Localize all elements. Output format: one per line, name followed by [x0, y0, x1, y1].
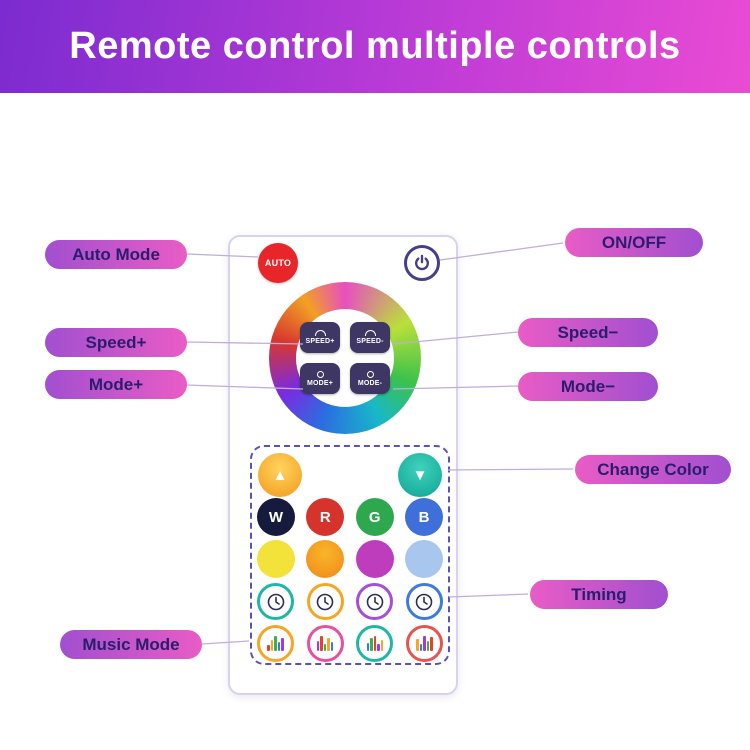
music-button-1 — [257, 624, 294, 662]
callout-speed-minus: Speed− — [518, 318, 658, 347]
callout-mode-minus: Mode− — [518, 372, 658, 401]
equalizer-icon — [366, 635, 384, 651]
callout-line — [447, 468, 574, 471]
equalizer-icon — [416, 635, 433, 651]
clock-icon — [416, 593, 433, 610]
callout-timing: Timing — [530, 580, 668, 609]
remote-body: AUTO SPEED+ SPEED- MODE+ — [228, 235, 458, 695]
equalizer-icon — [267, 635, 284, 651]
banner: Remote control multiple controls — [0, 0, 750, 93]
arrow-row: ▲ ▼ — [257, 453, 443, 497]
music-row — [257, 624, 443, 662]
green-key-button: G — [355, 498, 394, 536]
wrgb-row: W R G B — [257, 498, 443, 536]
callout-on-off: ON/OFF — [565, 228, 703, 257]
gauge-icon — [364, 330, 376, 336]
callout-auto-mode: Auto Mode — [45, 240, 187, 269]
timer-button-1 — [257, 583, 294, 620]
down-arrow-icon: ▼ — [412, 466, 428, 484]
lightblue-color-button — [404, 540, 443, 578]
auto-button: AUTO — [258, 243, 298, 283]
down-button: ▼ — [398, 453, 442, 497]
power-icon — [415, 254, 429, 271]
mode-plus-button: MODE+ — [300, 363, 340, 394]
wheel-button-grid: SPEED+ SPEED- MODE+ MODE- — [300, 322, 390, 394]
callout-line — [439, 242, 564, 261]
callout-line — [448, 593, 529, 598]
callout-mode-plus: Mode+ — [45, 370, 187, 399]
function-panel: ▲ ▼ W R G B — [250, 445, 450, 665]
mode-icon — [366, 370, 374, 378]
mode-plus-button-label: MODE+ — [306, 379, 334, 387]
callout-music-mode: Music Mode — [60, 630, 202, 659]
orange-color-button — [306, 540, 345, 578]
power-button — [404, 245, 440, 281]
clock-icon — [267, 593, 284, 610]
up-button: ▲ — [258, 453, 302, 497]
speed-plus-button-label: SPEED+ — [305, 338, 335, 345]
yellow-color-button — [257, 540, 295, 578]
up-arrow-icon: ▲ — [272, 466, 288, 484]
timer-row — [257, 583, 443, 620]
timer-button-3 — [356, 583, 394, 620]
white-key-button: W — [257, 498, 295, 536]
speed-minus-button-label: SPEED- — [356, 338, 384, 345]
callout-speed-plus: Speed+ — [45, 328, 187, 357]
mode-minus-button: MODE- — [350, 363, 390, 394]
music-button-2 — [306, 624, 344, 662]
auto-button-label: AUTO — [264, 258, 292, 268]
clock-icon — [366, 593, 384, 610]
gauge-icon — [314, 330, 326, 336]
blue-key-button: B — [404, 498, 443, 536]
solid-color-row — [257, 540, 443, 578]
page-title: Remote control multiple controls — [69, 25, 681, 67]
red-key-button: R — [306, 498, 345, 536]
music-button-4 — [405, 624, 443, 662]
music-button-3 — [356, 624, 394, 662]
speed-plus-button: SPEED+ — [300, 322, 340, 353]
magenta-color-button — [355, 540, 394, 578]
timer-button-2 — [306, 583, 344, 620]
speed-minus-button: SPEED- — [350, 322, 390, 353]
mode-minus-button-label: MODE- — [357, 379, 383, 387]
callout-change-color: Change Color — [575, 455, 731, 484]
equalizer-icon — [316, 635, 334, 651]
timer-button-4 — [405, 583, 443, 620]
mode-icon — [316, 370, 324, 378]
clock-icon — [316, 593, 334, 610]
color-wheel: SPEED+ SPEED- MODE+ MODE- — [269, 282, 421, 434]
